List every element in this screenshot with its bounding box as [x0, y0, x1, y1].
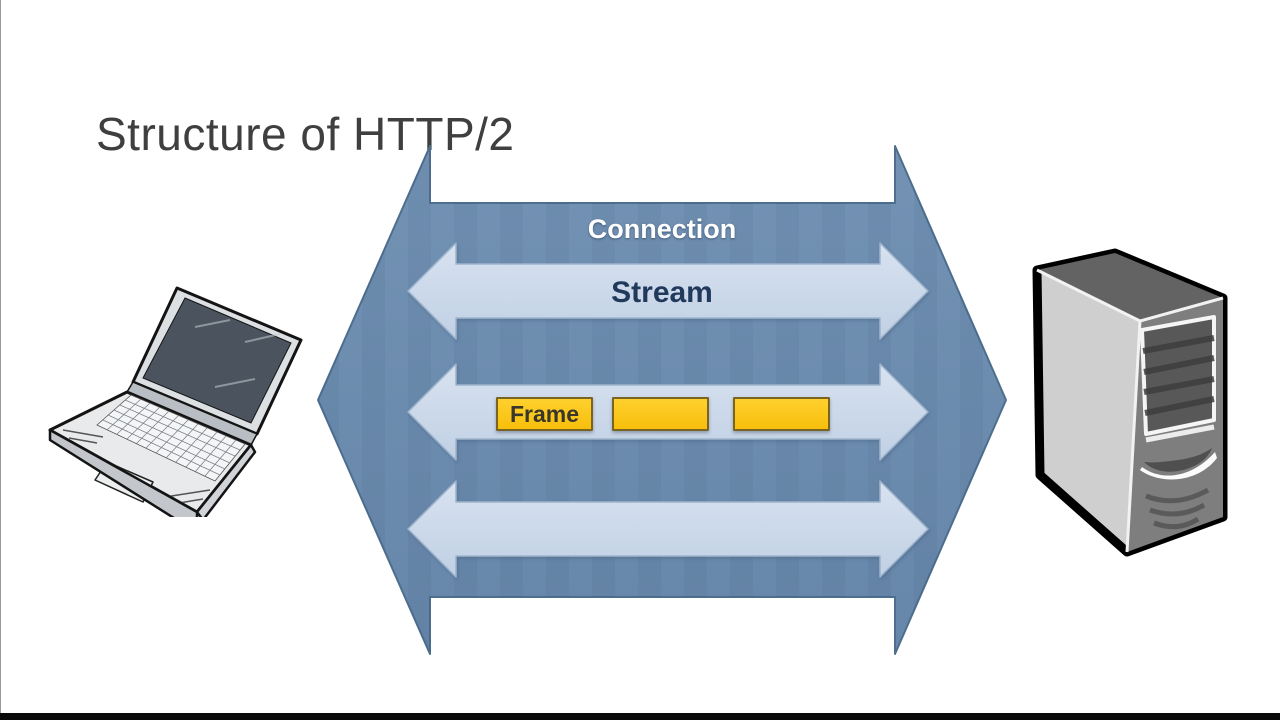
frame-box	[612, 397, 709, 431]
connection-label: Connection	[587, 214, 737, 244]
frame-box	[733, 397, 830, 431]
stream-arrow-3	[407, 480, 929, 578]
letterbox-bar	[0, 713, 1280, 720]
laptop-icon	[48, 286, 303, 517]
stream-label: Stream	[611, 276, 713, 309]
slide-left-edge	[0, 0, 1, 720]
frame-box: Frame	[496, 397, 593, 431]
page-title: Structure of HTTP/2	[96, 107, 515, 160]
stream-arrow-1	[407, 242, 929, 340]
server-icon	[1032, 248, 1228, 557]
